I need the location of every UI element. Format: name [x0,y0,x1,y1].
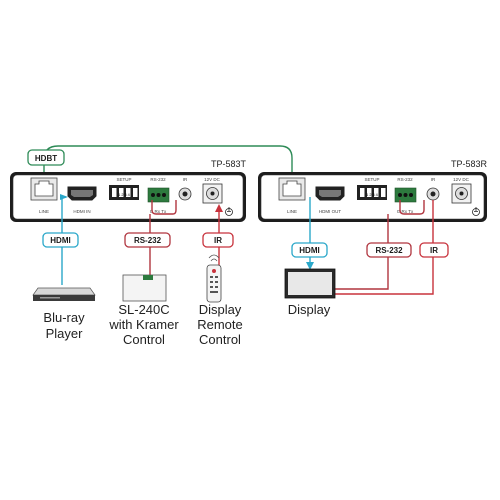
svg-text:12V DC: 12V DC [453,177,470,182]
transmitter-box: LINE HDMI IN SETUP 1 2 3 4 RS-232 G Rx T… [10,172,246,222]
ground-icon [225,207,233,216]
ir-jack-icon [178,187,192,201]
controller-label-line2: with Kramer [108,317,179,332]
dip-switch-icon [357,185,387,200]
svg-text:HDMI: HDMI [299,246,319,255]
ir-jack-icon [426,187,440,201]
svg-text:IR: IR [430,246,438,255]
controller-label-line1: SL-240C [118,302,169,317]
svg-text:HDMI: HDMI [50,236,70,245]
svg-text:G Rx Tx: G Rx Tx [397,209,414,214]
rs232-cable-rx [334,200,425,290]
hdmi-tag-rx: HDMI [291,242,328,258]
ir-arrow-tx [215,204,223,212]
svg-text:SETUP: SETUP [364,177,379,182]
dc-jack-icon [202,183,223,204]
svg-text:LINE: LINE [287,209,297,214]
bluray-label-line1: Blu-ray [43,310,85,325]
rs232-tag-rx: RS-232 [366,242,412,258]
hdmi-tag-tx: HDMI [42,232,79,248]
svg-text:1 2 3 4: 1 2 3 4 [366,193,378,197]
svg-text:RS-232: RS-232 [375,246,403,255]
remote-label-line2: Remote [197,317,243,332]
remote-label-line3: Control [199,332,241,347]
svg-text:G Rx Tx: G Rx Tx [150,209,167,214]
hdbt-label: HDBT [35,154,57,163]
svg-text:SETUP: SETUP [116,177,131,182]
svg-text:12V DC: 12V DC [204,177,221,182]
ir-cable-rx [334,200,434,295]
svg-text:HDMI OUT: HDMI OUT [319,209,341,214]
receiver-model: TP-583R [451,159,488,169]
dip-switch-icon [109,185,139,200]
transmitter-model: TP-583T [211,159,247,169]
svg-text:IR: IR [214,236,222,245]
svg-text:RS-232: RS-232 [134,236,162,245]
svg-text:IR: IR [431,177,436,182]
ir-tag-rx: IR [419,242,449,258]
svg-text:1 2 3 4: 1 2 3 4 [118,193,130,197]
terminal-block-icon [394,187,417,203]
terminal-block-icon [147,187,170,203]
hdmi-port-icon [67,186,97,201]
hdmi-arrow-rx [306,262,314,270]
receiver-box: LINE HDMI OUT SETUP 1 2 3 4 RS-232 G Rx … [258,172,487,222]
bluray-player-icon [32,287,96,301]
remote-label-line1: Display [199,302,242,317]
rj45-port-icon [30,177,58,201]
ir-tag-tx: IR [202,232,234,248]
svg-text:LINE: LINE [39,209,49,214]
display-label: Display [288,302,331,317]
svg-text:RS-232: RS-232 [150,177,166,182]
rj45-port-icon [278,177,306,201]
remote-control-icon [206,254,222,303]
rs232-tag-tx: RS-232 [124,232,171,248]
bluray-label-line2: Player [46,326,84,341]
ground-icon [472,207,480,216]
svg-text:IR: IR [183,177,188,182]
svg-text:HDMI IN: HDMI IN [73,209,90,214]
svg-text:RS-232: RS-232 [397,177,413,182]
hdmi-arrow-tx [60,194,68,200]
display-icon [284,268,336,299]
controller-label-line3: Control [123,332,165,347]
hdbt-tag: HDBT [27,149,65,166]
dc-jack-icon [451,183,472,204]
controller-icon [122,274,167,302]
hdmi-port-icon [315,186,345,201]
